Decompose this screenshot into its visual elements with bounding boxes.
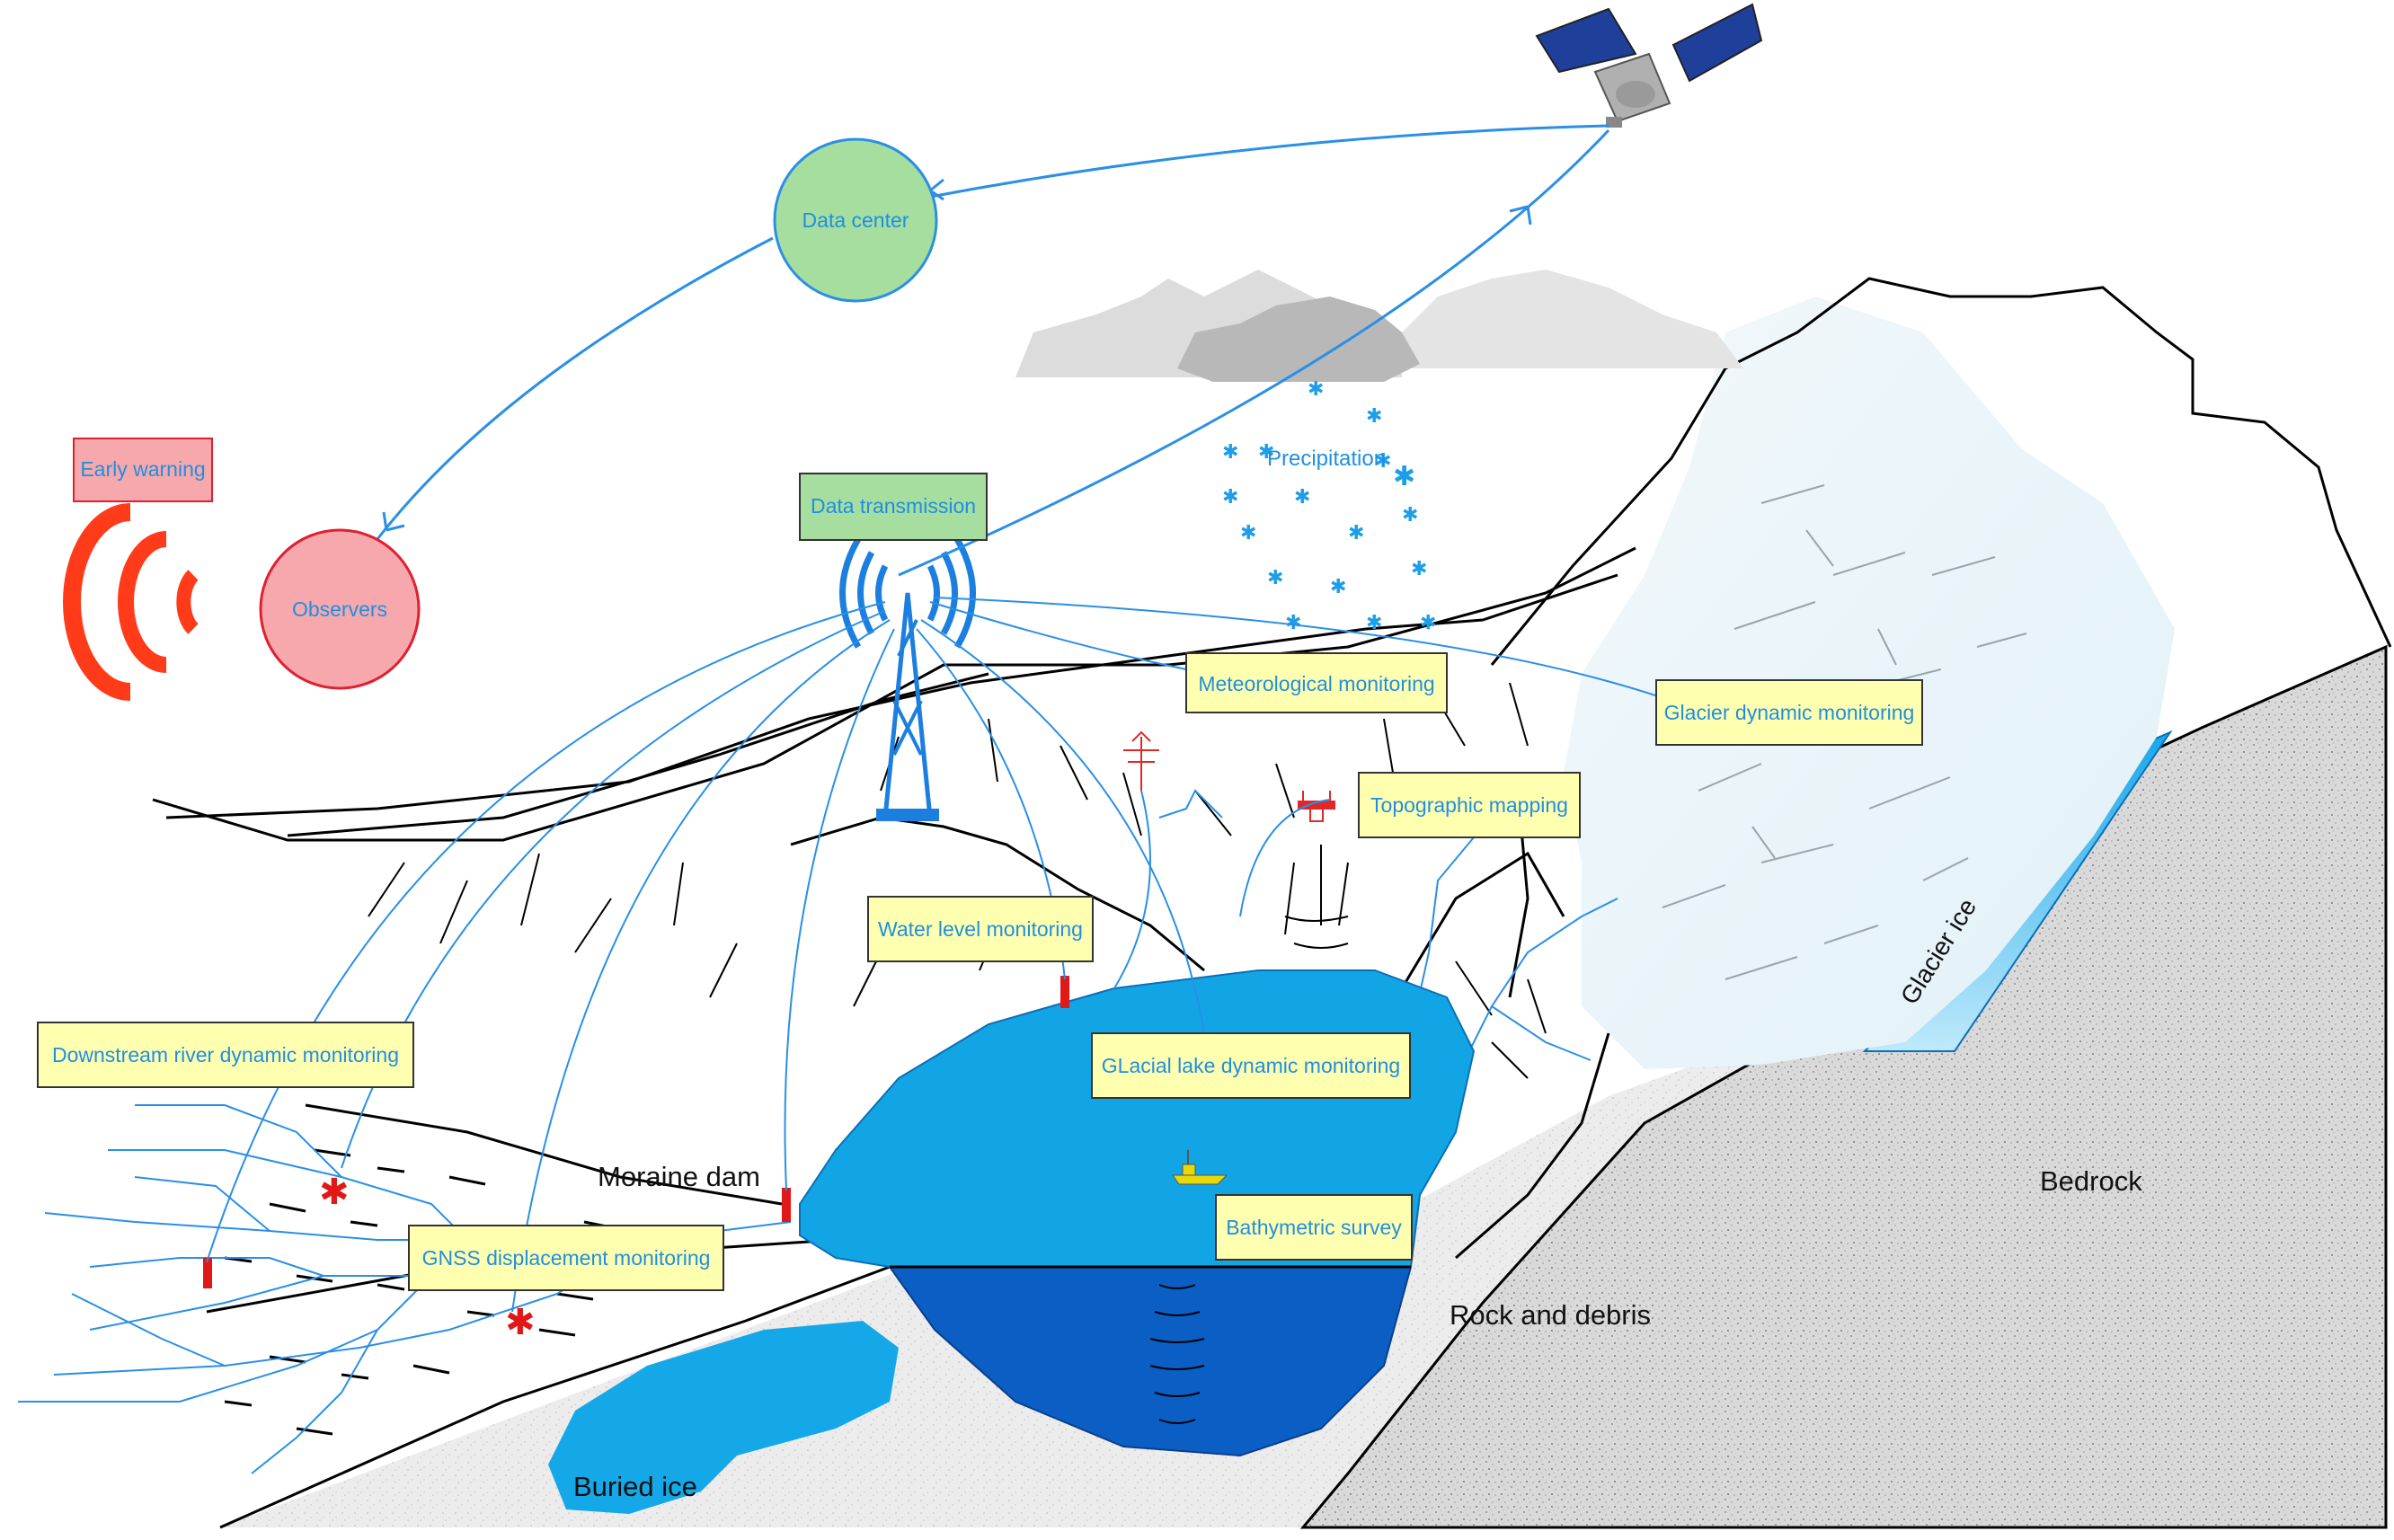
data-links [376,124,1610,577]
svg-text:✱: ✱ [1258,441,1274,464]
svg-text:✱: ✱ [1420,612,1436,634]
sensor-links [206,597,1672,1313]
glacier-dynamic-monitoring-box: Glacier dynamic monitoring [1655,679,1923,746]
water-level-monitoring-label: Water level monitoring [878,917,1083,941]
sonar-arcs [1149,1284,1205,1424]
drone-icon [1298,791,1335,822]
satellite-icon [1535,3,1763,128]
water-gauge-lake [1060,976,1069,1008]
precipitation-label: Precipitation [1267,447,1386,471]
buried-ice-label: Buried ice [573,1471,697,1502]
clouds [1015,270,1743,382]
svg-text:✱: ✱ [1294,486,1310,509]
data-center-node [773,137,938,303]
bedrock-label: Bedrock [2040,1165,2142,1197]
observers-node [259,528,421,690]
bathymetric-survey-label: Bathymetric survey [1226,1216,1402,1239]
early-warning-box [73,438,213,502]
water-level-monitoring-box: Water level monitoring [867,896,1094,962]
buried-ice [548,1321,899,1514]
svg-text:✱: ✱ [1393,461,1415,492]
mountain-outlines [152,277,2392,1529]
data-center-label: Data center [802,208,909,232]
downstream-river-monitoring-label: Downstream river dynamic monitoring [52,1043,399,1066]
glacial-lake-monitoring-box: GLacial lake dynamic monitoring [1091,1032,1411,1099]
alarm-icon [63,503,199,701]
gnss-station-icon-1: ✱ [319,1172,350,1213]
svg-text:✱: ✱ [1267,567,1283,589]
svg-text:✱: ✱ [1402,504,1418,527]
early-warning-label: Early warning [80,457,205,481]
gnss-monitoring-label: GNSS displacement monitoring [422,1246,711,1270]
water-gauge-dam [782,1188,791,1222]
svg-text:✱: ✱ [1330,576,1346,598]
svg-text:✱: ✱ [1375,450,1391,473]
glacial-lake-monitoring-label: GLacial lake dynamic monitoring [1102,1054,1400,1077]
svg-text:✱: ✱ [1222,441,1238,464]
svg-text:✱: ✱ [1366,612,1382,634]
meteorological-monitoring-box: Meteorological monitoring [1185,652,1448,713]
svg-text:✱: ✱ [1366,405,1382,428]
svg-text:✱: ✱ [1285,612,1301,634]
link-arrowheads [382,178,1532,532]
glacier-dynamic-monitoring-label: Glacier dynamic monitoring [1664,701,1915,724]
survey-boat-icon [1172,1150,1228,1185]
deep-lake [888,1266,1413,1457]
downstream-river-monitoring-box: Downstream river dynamic monitoring [37,1022,414,1088]
svg-text:✱: ✱ [1411,558,1427,580]
precipitation-snowflakes: ✱✱✱ ✱✱✱ ✱✱✱ ✱✱✱ ✱✱✱ ✱✱ [1222,378,1436,634]
topographic-mapping-label: Topographic mapping [1370,793,1568,817]
gnss-station-icon-2: ✱ [505,1302,536,1343]
data-transmission-label: Data transmission [811,494,976,518]
weather-station-icon [1123,730,1159,791]
rock-and-debris-label: Rock and debris [1450,1299,1651,1331]
water-gauge-downstream [203,1258,212,1288]
svg-text:✱: ✱ [1240,522,1256,544]
topographic-mapping-box: Topographic mapping [1358,772,1581,838]
meteorological-monitoring-label: Meteorological monitoring [1198,672,1434,695]
svg-text:✱: ✱ [1308,378,1324,401]
gnss-monitoring-box: GNSS displacement monitoring [408,1225,724,1291]
transmission-tower-icon [839,537,976,821]
data-transmission-box [799,473,988,541]
moraine-dam-label: Moraine dam [598,1161,760,1192]
svg-text:✱: ✱ [1222,486,1238,509]
observers-label: Observers [292,597,387,621]
bathymetric-survey-box: Bathymetric survey [1215,1194,1413,1261]
svg-text:✱: ✱ [1348,522,1364,544]
